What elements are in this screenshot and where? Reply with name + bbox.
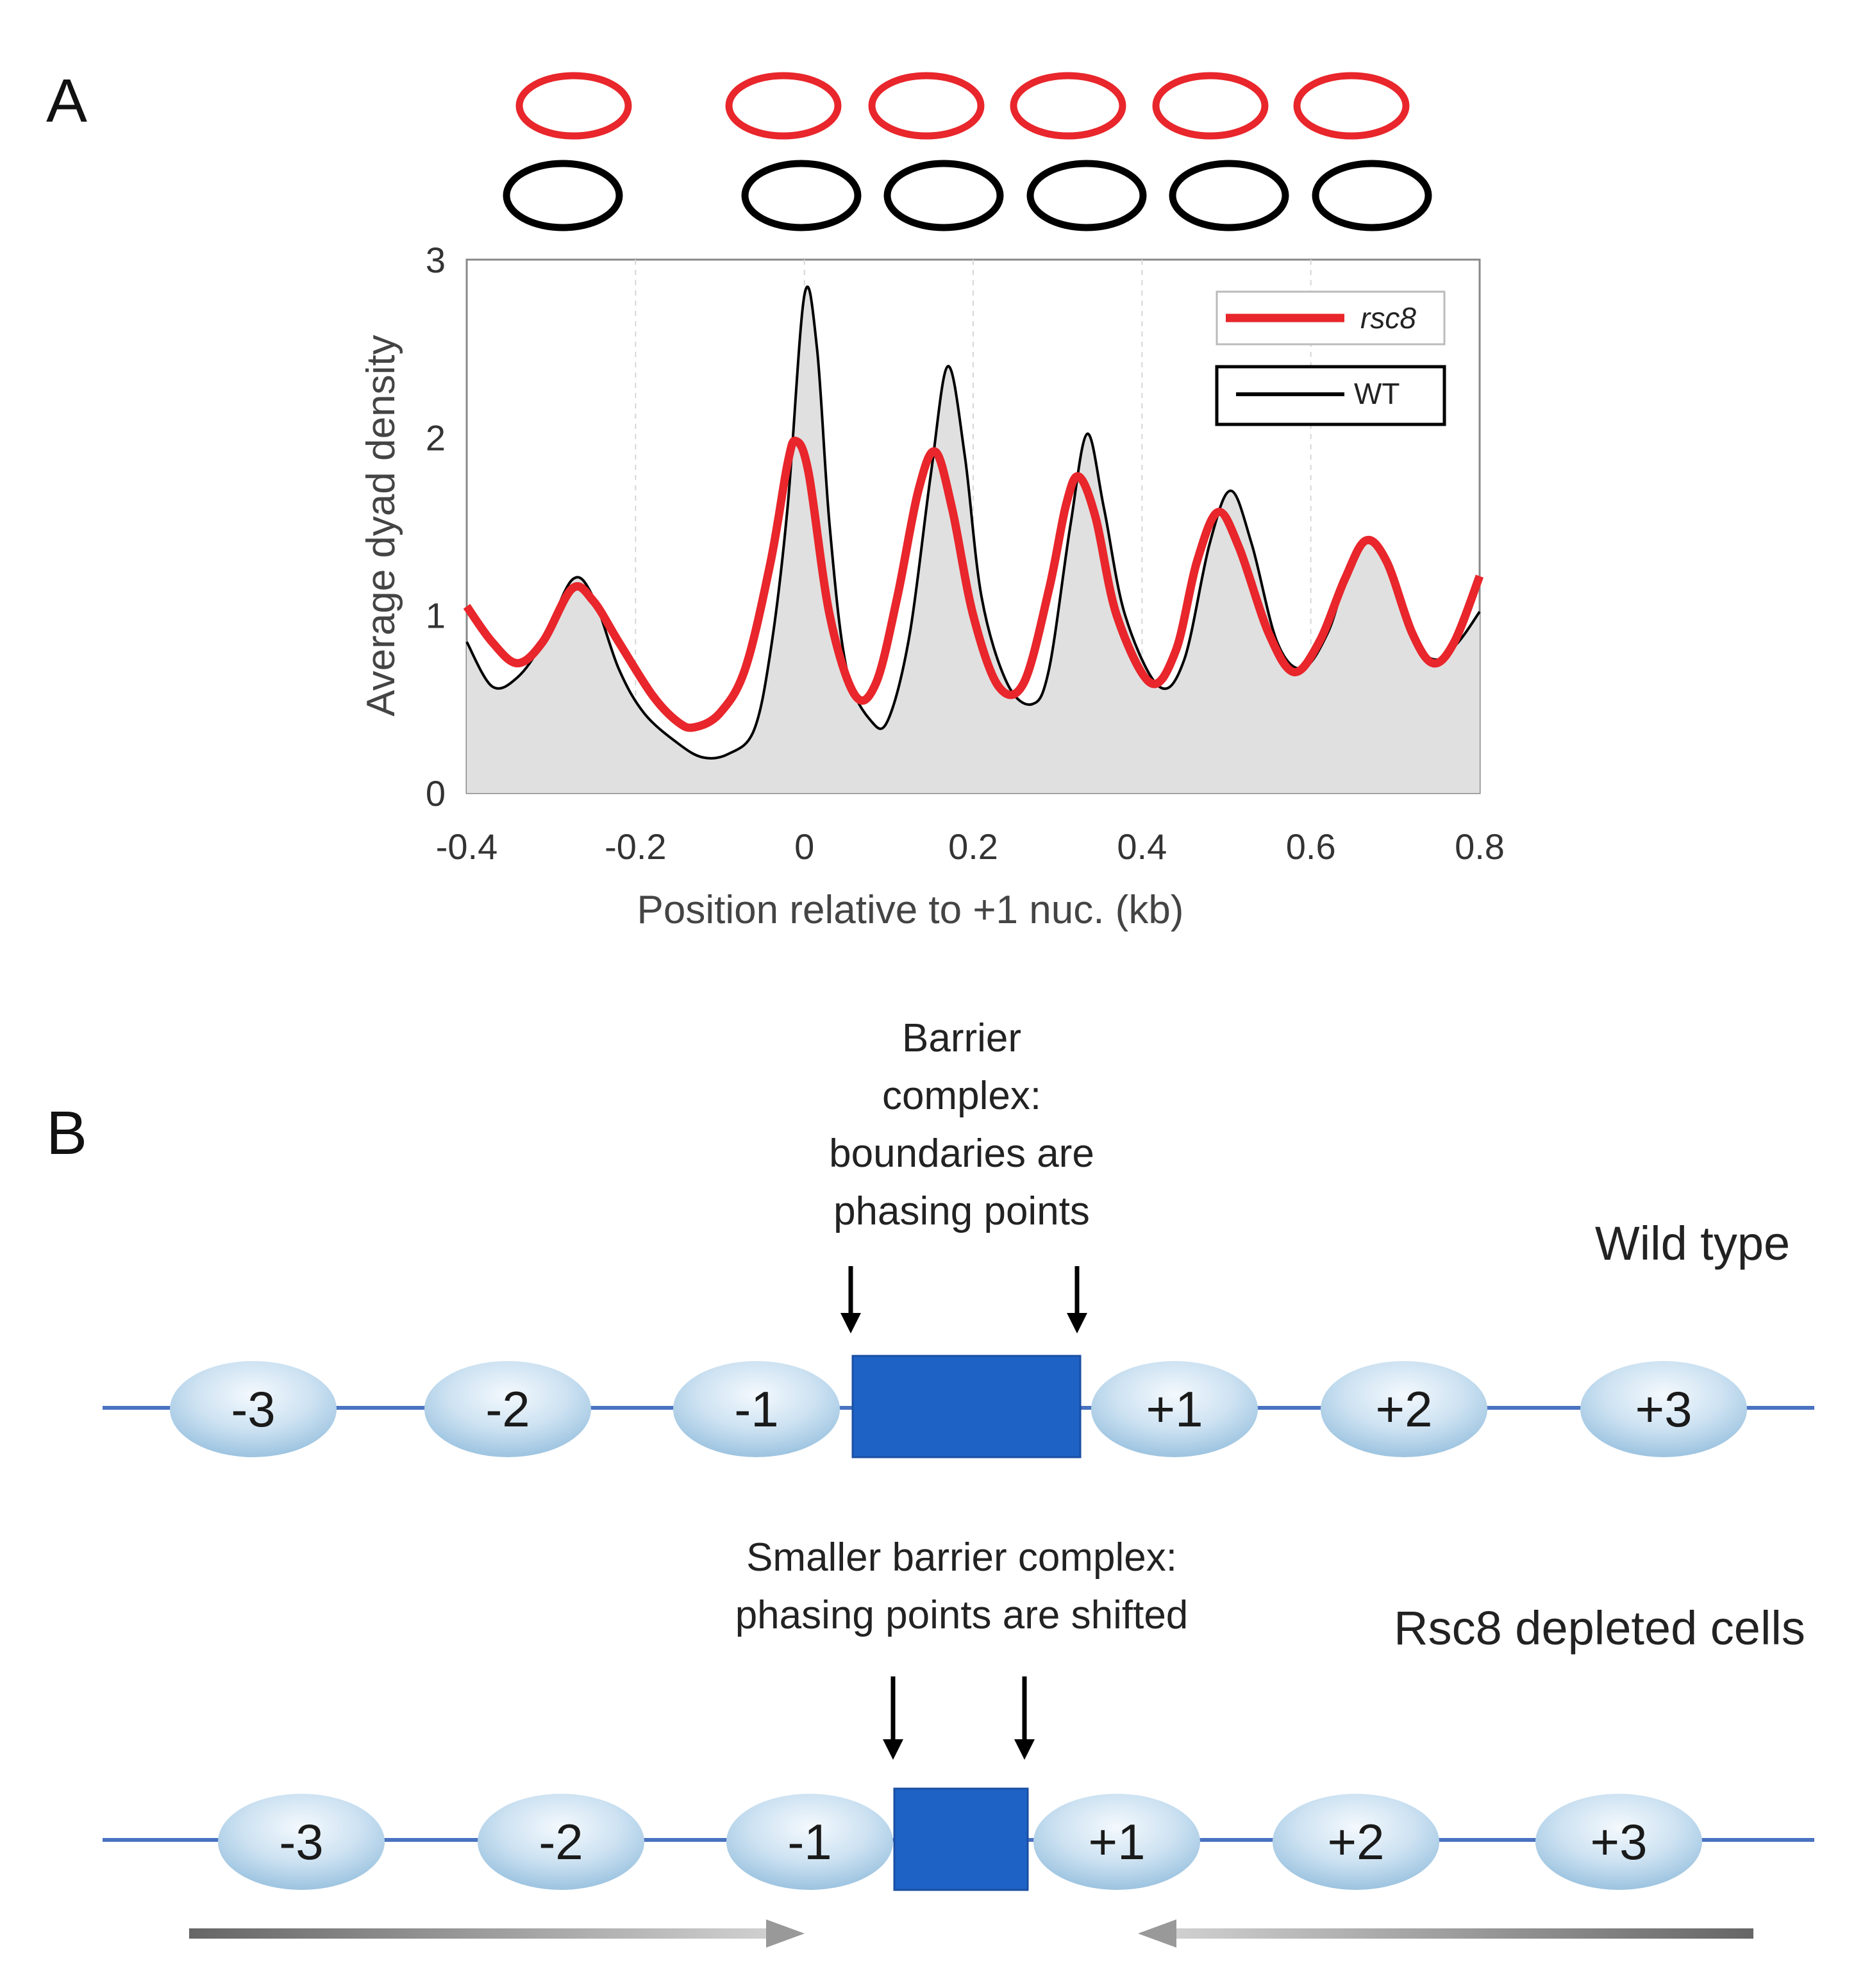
sliding-arrow-left xyxy=(1138,1919,1753,1948)
wt-series-line xyxy=(465,285,1481,760)
y-tick-label: 2 xyxy=(426,417,446,458)
x-tick-label: 0 xyxy=(794,826,814,867)
wt-nucleosome: -3 xyxy=(170,1361,337,1457)
wt-nucleosome-label: -1 xyxy=(734,1381,778,1437)
x-tick-label: 0.6 xyxy=(1286,826,1336,867)
wild-type-label: Wild type xyxy=(1595,1217,1790,1270)
wt-nucleosome: +2 xyxy=(1321,1361,1487,1457)
rsc8-depleted-label: Rsc8 depleted cells xyxy=(1394,1601,1805,1655)
wt-oval xyxy=(1026,160,1147,231)
wt-nucleosome: -1 xyxy=(673,1361,840,1457)
legend-label-rsc8: rsc8 xyxy=(1360,301,1416,335)
y-tick-label: 3 xyxy=(426,240,446,280)
y-tick-label: 1 xyxy=(426,596,446,636)
wt-nucleosome-label: -2 xyxy=(485,1381,530,1437)
y-tick-labels: 0 1 2 3 xyxy=(426,240,446,814)
wt-nucleosome: +3 xyxy=(1580,1361,1747,1457)
wt-oval xyxy=(503,160,623,231)
legend: rsc8 WT xyxy=(1215,290,1446,426)
wt-oval xyxy=(1169,160,1289,231)
rsc8-oval xyxy=(1010,72,1126,140)
legend-label-wt: WT xyxy=(1354,377,1400,410)
x-tick-label: 0.8 xyxy=(1455,826,1505,867)
rsc8-nucleosome: -2 xyxy=(478,1794,644,1890)
rsc8-series-line xyxy=(463,437,1484,732)
wt-nucleosome: -2 xyxy=(424,1361,591,1457)
rsc8-nucleosome-label: -1 xyxy=(787,1814,832,1870)
rsc8-nucleosome: +2 xyxy=(1273,1794,1439,1890)
sliding-arrow-right xyxy=(189,1919,805,1948)
rsc8-depleted-diagram: Smaller barrier complex: phasing points … xyxy=(103,1535,1814,1948)
rsc8-nucleosome: +3 xyxy=(1535,1794,1702,1890)
panel-a-letter: A xyxy=(46,67,87,135)
rsc8-oval xyxy=(1152,72,1269,140)
rsc8-phasing-arrow-left xyxy=(883,1676,903,1760)
x-tick-label: -0.4 xyxy=(436,826,498,867)
rsc8-oval-row xyxy=(515,72,1410,140)
rsc8-barrier-complex xyxy=(893,1787,1029,1891)
x-axis-label: Position relative to +1 nuc. (kb) xyxy=(637,888,1184,932)
y-axis-label: Average dyad density xyxy=(359,335,403,716)
wt-nucleosome: +1 xyxy=(1091,1361,1258,1457)
wt-annotation-line-4: phasing points xyxy=(833,1189,1090,1233)
rsc8-nucleosome-label: -3 xyxy=(279,1814,323,1870)
rsc8-nucleosome-label: +2 xyxy=(1328,1814,1385,1870)
rsc8-oval xyxy=(515,72,632,140)
x-tick-label: 0.4 xyxy=(1117,826,1167,867)
wild-type-diagram: Barrier complex: boundaries are phasing … xyxy=(103,1016,1814,1458)
panel-b-letter: B xyxy=(46,1099,87,1167)
wt-nucleosome-label: -3 xyxy=(231,1381,275,1437)
wt-annotation-line-1: Barrier xyxy=(902,1016,1021,1060)
nucleosome-oval-rows xyxy=(503,72,1432,231)
y-tick-label: 0 xyxy=(426,773,446,814)
wt-oval xyxy=(1312,160,1432,231)
rsc8-nucleosome-label: -2 xyxy=(539,1814,583,1870)
wt-nucleosome-label: +1 xyxy=(1146,1381,1203,1437)
wt-barrier-complex xyxy=(851,1355,1082,1458)
wt-annotation-line-3: boundaries are xyxy=(829,1132,1094,1176)
rsc8-oval xyxy=(868,72,985,140)
wt-nucleosome-label: +2 xyxy=(1376,1381,1433,1437)
rsc8-oval xyxy=(1293,72,1410,140)
wt-oval-row xyxy=(503,160,1432,231)
dyad-density-chart: -0.4 -0.2 0 0.2 0.4 0.6 0.8 0 1 2 3 Position rela… xyxy=(359,240,1505,932)
rsc8-annotation-line-1: Smaller barrier complex: xyxy=(746,1535,1177,1580)
rsc8-nucleosome-label: +3 xyxy=(1591,1814,1648,1870)
x-tick-label: 0.2 xyxy=(948,826,998,867)
wt-oval xyxy=(741,160,862,231)
rsc8-nucleosome: +1 xyxy=(1033,1794,1200,1890)
rsc8-nucleosome: -3 xyxy=(218,1794,385,1890)
wt-annotation-line-2: complex: xyxy=(882,1074,1041,1118)
x-tick-labels: -0.4 -0.2 0 0.2 0.4 0.6 0.8 xyxy=(436,826,1505,867)
wt-phasing-arrow-left xyxy=(840,1266,861,1333)
wt-phasing-arrow-right xyxy=(1067,1266,1087,1333)
x-tick-label: -0.2 xyxy=(605,826,667,867)
rsc8-oval xyxy=(725,72,842,140)
rsc8-nucleosome: -1 xyxy=(726,1794,893,1890)
rsc8-nucleosome-label: +1 xyxy=(1089,1814,1146,1870)
wt-nucleosome-label: +3 xyxy=(1635,1381,1692,1437)
rsc8-phasing-arrow-right xyxy=(1014,1676,1035,1760)
wt-oval xyxy=(883,160,1004,231)
rsc8-annotation-line-2: phasing points are shifted xyxy=(735,1593,1189,1637)
